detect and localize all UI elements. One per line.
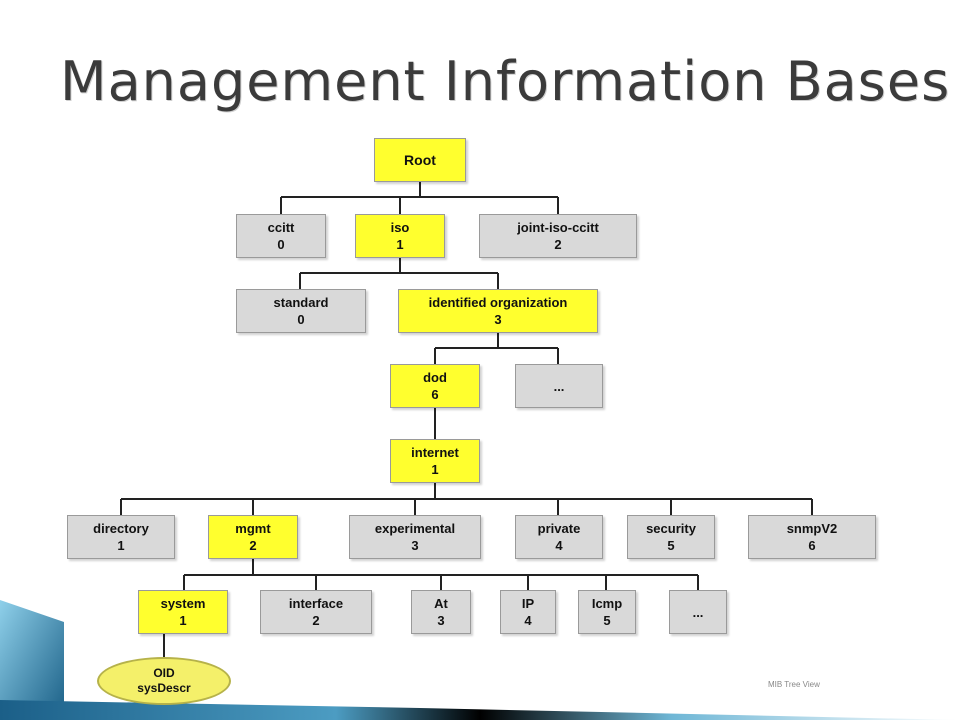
slide-title: Management Information Bases: [60, 50, 951, 113]
node-ccitt: ccitt 0: [236, 214, 326, 258]
node-label: ...: [553, 378, 565, 394]
node-experimental: experimental 3: [349, 515, 481, 559]
node-standard: standard 0: [236, 289, 366, 333]
node-number: 1: [117, 538, 125, 553]
node-number: 5: [667, 538, 675, 553]
node-number: 6: [431, 387, 439, 402]
node-directory: directory 1: [67, 515, 175, 559]
node-label: snmpV2: [786, 521, 838, 536]
node-label: internet: [411, 445, 459, 460]
node-label: IP: [521, 596, 535, 611]
node-label: ccitt: [267, 220, 295, 235]
node-number: 4: [524, 613, 532, 628]
node-joint-iso-ccitt: joint-iso-ccitt 2: [479, 214, 637, 258]
node-internet: internet 1: [390, 439, 480, 483]
oval-line-2: sysDescr: [137, 681, 191, 695]
node-label: security: [646, 521, 696, 536]
node-root: Root: [374, 138, 466, 182]
node-number: 2: [554, 237, 562, 252]
node-number: 2: [312, 613, 320, 628]
node-system: system 1: [138, 590, 228, 634]
node-label: interface: [288, 596, 344, 611]
node-number: 1: [431, 462, 439, 477]
node-label: system: [160, 596, 206, 611]
node-number: 2: [249, 538, 257, 553]
node-label: Icmp: [591, 596, 623, 611]
node-label: joint-iso-ccitt: [517, 220, 599, 235]
slide-frame-bottom-decoration: [0, 700, 960, 720]
node-security: security 5: [627, 515, 715, 559]
node-private: private 4: [515, 515, 603, 559]
slide-frame-left-decoration: [0, 600, 64, 720]
node-number: 0: [277, 237, 285, 252]
node-label: At: [434, 596, 448, 611]
node-label: private: [537, 521, 581, 536]
node-identified-organization: identified organization 3: [398, 289, 598, 333]
node-number: 1: [179, 613, 187, 628]
node-root-label: Root: [404, 151, 436, 168]
node-at: At 3: [411, 590, 471, 634]
node-label: standard: [273, 295, 329, 310]
node-label: ...: [692, 604, 704, 620]
node-ellipsis-2: ...: [669, 590, 727, 634]
node-ip: IP 4: [500, 590, 556, 634]
node-ellipsis: ...: [515, 364, 603, 408]
node-label: directory: [93, 521, 149, 536]
figure-caption: MIB Tree View: [768, 680, 820, 689]
node-number: 3: [437, 613, 445, 628]
oval-line-1: OID: [153, 666, 175, 680]
node-iso: iso 1: [355, 214, 445, 258]
node-number: 6: [808, 538, 816, 553]
node-icmp: Icmp 5: [578, 590, 636, 634]
node-mgmt: mgmt 2: [208, 515, 298, 559]
node-number: 3: [411, 538, 419, 553]
node-number: 3: [494, 312, 502, 327]
node-label: dod: [423, 370, 447, 385]
node-label: iso: [390, 220, 410, 235]
node-label: identified organization: [428, 295, 568, 310]
node-number: 4: [555, 538, 563, 553]
node-label: mgmt: [235, 521, 271, 536]
node-snmpv2: snmpV2 6: [748, 515, 876, 559]
node-number: 1: [396, 237, 404, 252]
node-dod: dod 6: [390, 364, 480, 408]
node-number: 5: [603, 613, 611, 628]
node-number: 0: [297, 312, 305, 327]
node-label: experimental: [374, 521, 456, 536]
oid-sysdescr-oval: OID sysDescr: [97, 657, 231, 705]
node-interface: interface 2: [260, 590, 372, 634]
